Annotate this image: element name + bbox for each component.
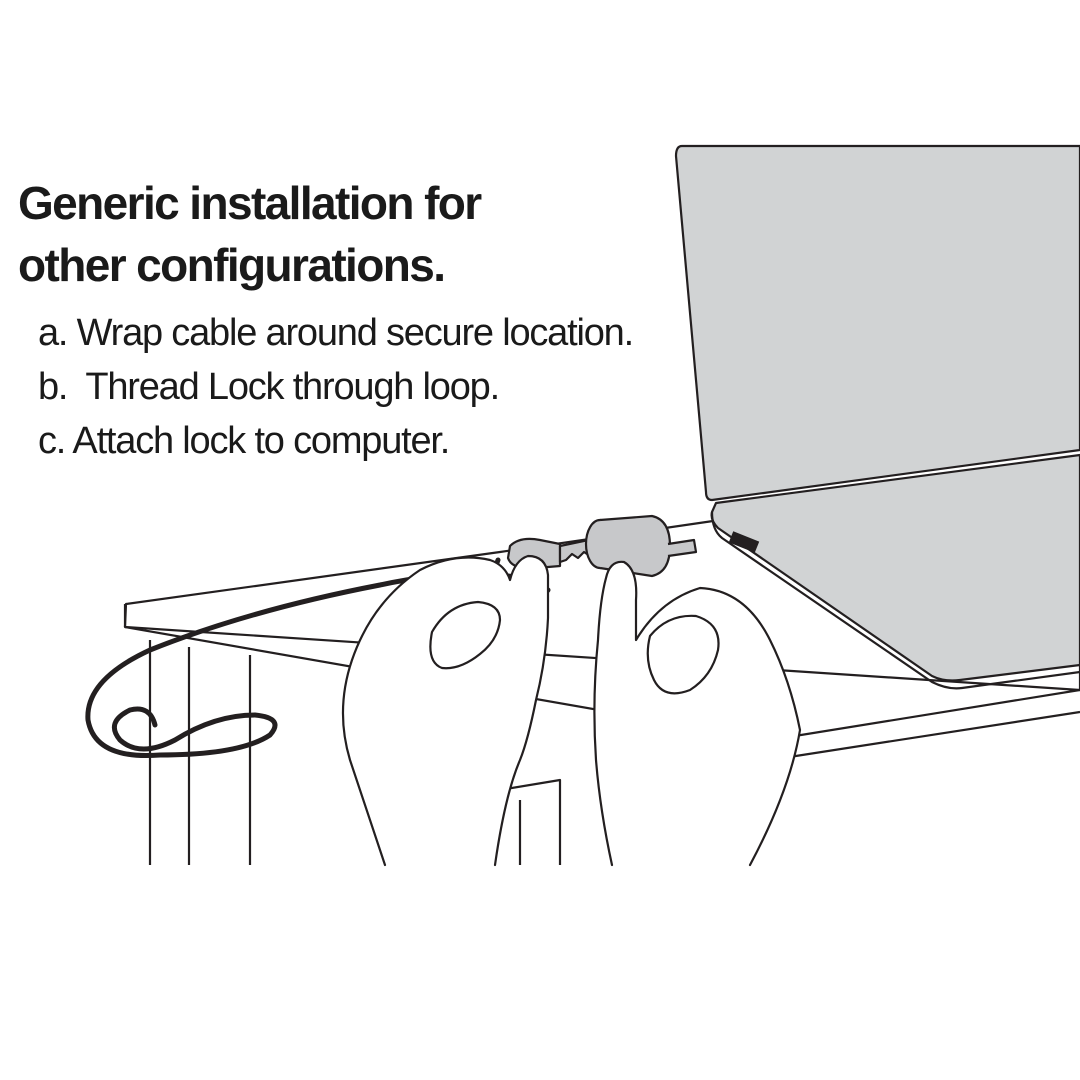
- instruction-steps: a. Wrap cable around secure location. b.…: [38, 306, 634, 468]
- laptop-base-edge: [710, 511, 1080, 690]
- right-hand: [593, 560, 802, 867]
- left-thumb: [429, 600, 502, 670]
- right-thumb: [646, 614, 720, 695]
- table-apron: [499, 778, 562, 865]
- step-c: c. Attach lock to computer.: [38, 420, 450, 462]
- lock-and-key: [506, 514, 698, 578]
- lock-t-bar: [667, 538, 698, 558]
- page-title-line-2: other configurations.: [18, 239, 446, 291]
- laptop-screen: [674, 144, 1080, 502]
- page-title-line-1: Generic installation for: [18, 177, 482, 229]
- page-title: Generic installation for other configura…: [18, 172, 578, 296]
- step-b: b. Thread Lock through loop.: [38, 366, 500, 408]
- hands: [341, 554, 802, 867]
- step-a: a. Wrap cable around secure location.: [38, 312, 634, 354]
- laptop: [674, 144, 1080, 690]
- laptop-lock-slot: [728, 531, 760, 553]
